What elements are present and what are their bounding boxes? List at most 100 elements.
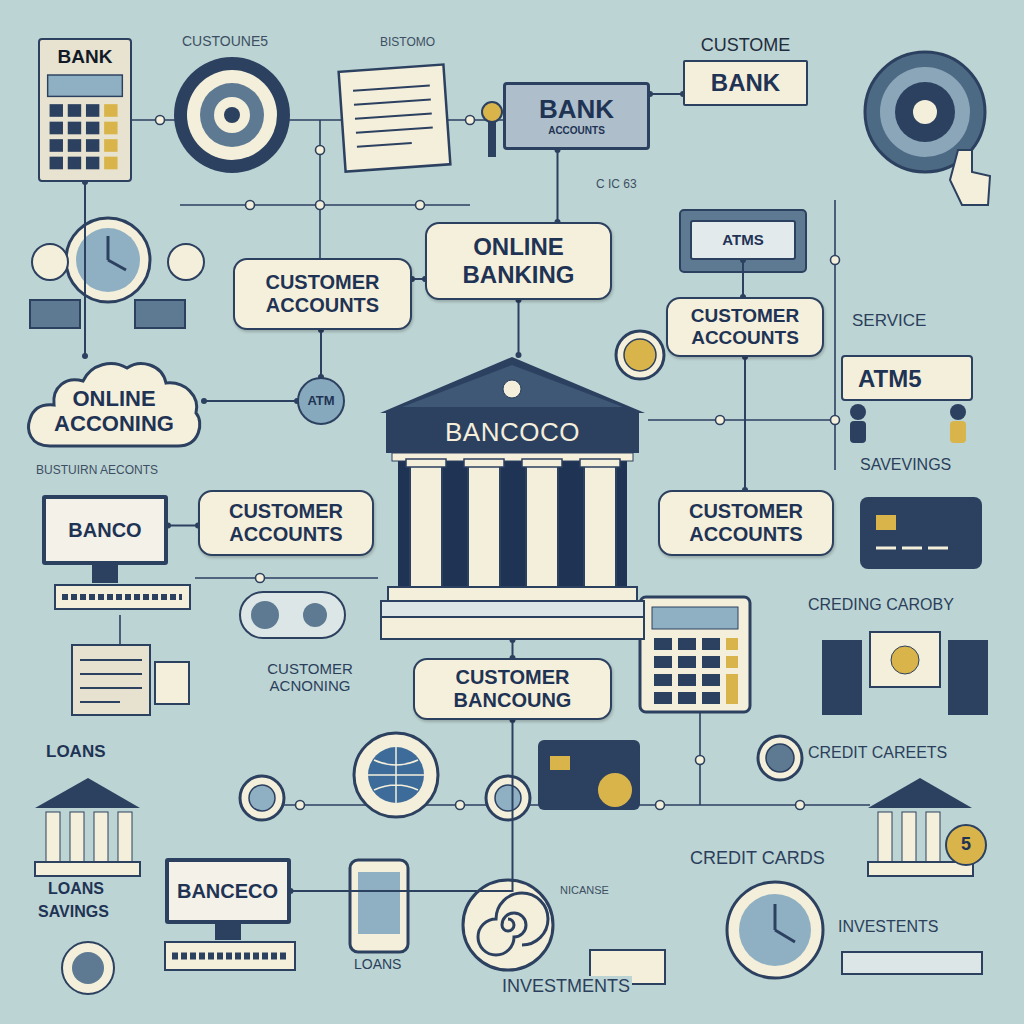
atm-machine bbox=[680, 210, 806, 272]
node-text: CUSTOMER ACCOUNTS bbox=[670, 500, 822, 546]
calculator-icon bbox=[654, 656, 672, 668]
label-text: CREDING CAROBY bbox=[806, 596, 956, 614]
coin-icon bbox=[624, 339, 656, 371]
node-text: BANK bbox=[539, 95, 614, 125]
monitor-stand bbox=[215, 924, 241, 940]
node-text: CUSTOMER ACCOUNTS bbox=[210, 500, 362, 546]
toggle-icon bbox=[303, 603, 327, 627]
bank-building-icon bbox=[118, 812, 132, 862]
globe-icon bbox=[368, 747, 424, 803]
misc-icon bbox=[62, 942, 114, 994]
building-outline-part bbox=[468, 461, 500, 587]
building-outline-part bbox=[584, 461, 616, 587]
building-outline-part bbox=[406, 459, 446, 467]
node-text: ATMS bbox=[722, 231, 763, 248]
process-box: CUSTOMER ACCOUNTS bbox=[233, 258, 412, 330]
process-box: CUSTOMER ACCOUNTS bbox=[666, 297, 824, 357]
wire-dot bbox=[256, 574, 265, 583]
monitor-screen: BANCO bbox=[42, 495, 168, 565]
wire bbox=[195, 577, 378, 579]
keypad-icon-part bbox=[48, 75, 123, 96]
register-icon bbox=[72, 645, 150, 715]
knob-icon bbox=[488, 122, 496, 157]
wire-dot bbox=[296, 801, 305, 810]
target-icon bbox=[214, 97, 250, 133]
calculator-icon bbox=[654, 692, 672, 704]
knob-icon bbox=[482, 102, 502, 157]
target-icon bbox=[187, 70, 277, 160]
building-outline-part bbox=[410, 461, 442, 587]
calculator-icon bbox=[702, 656, 720, 668]
calculator-icon bbox=[654, 638, 738, 704]
wire-dot bbox=[796, 801, 805, 810]
atm-sign bbox=[850, 404, 866, 420]
coin-icon bbox=[616, 331, 664, 379]
label-text: CREDIT CAREETS bbox=[806, 744, 949, 762]
calculator-icon bbox=[678, 656, 696, 668]
connector-line bbox=[168, 525, 198, 527]
coin-icon bbox=[240, 776, 284, 820]
atm-machine bbox=[680, 210, 806, 272]
calculator-icon bbox=[654, 674, 672, 686]
atm-sign bbox=[842, 356, 972, 400]
building-outline-part bbox=[402, 365, 623, 407]
clock-icon bbox=[108, 236, 126, 270]
node-text: BANCECO bbox=[177, 880, 278, 903]
globe-icon bbox=[354, 733, 438, 817]
clock-icon bbox=[66, 218, 150, 302]
label-text: SAVEVINGS bbox=[858, 456, 953, 474]
calculator-icon bbox=[726, 674, 738, 704]
atm-sign bbox=[950, 404, 966, 420]
monitor-stand bbox=[165, 942, 295, 970]
wire-dot bbox=[456, 801, 465, 810]
credit-card-icon bbox=[876, 515, 896, 530]
label-text: LOANS bbox=[46, 880, 106, 898]
credit-card-icon bbox=[550, 756, 570, 770]
node-text: ONLINE ACCONING bbox=[24, 386, 204, 437]
target-icon bbox=[200, 83, 264, 147]
small-icon bbox=[30, 300, 80, 328]
keypad-icon-part bbox=[68, 157, 81, 170]
keypad-icon-part bbox=[50, 122, 63, 135]
wire-dot bbox=[316, 146, 325, 155]
wire-dot bbox=[246, 201, 255, 210]
wire-dot bbox=[831, 256, 840, 265]
register-icon bbox=[80, 660, 142, 702]
atm-icons bbox=[822, 632, 988, 715]
atm-circle: ATM bbox=[297, 377, 345, 425]
keypad-icon-part bbox=[86, 157, 99, 170]
keypad-icon-part bbox=[86, 122, 99, 135]
radar-icon bbox=[950, 150, 990, 205]
register-box: BANK bbox=[38, 38, 132, 182]
callout-number: 5 bbox=[956, 834, 976, 855]
node-text: ATM bbox=[307, 394, 334, 409]
atm-icons bbox=[891, 646, 919, 674]
node-text: BANCOCO bbox=[380, 411, 645, 453]
account-box: BANKACCOUNTS bbox=[503, 82, 650, 150]
phone-icon bbox=[350, 860, 408, 952]
bank-building: BANCOCO bbox=[380, 355, 645, 640]
connector-line bbox=[650, 93, 683, 95]
connector-line bbox=[742, 260, 744, 297]
coin-icon bbox=[249, 785, 275, 811]
keypad-icon-part bbox=[50, 104, 63, 117]
credit-card-icon bbox=[538, 740, 640, 810]
atm-sign bbox=[842, 356, 972, 443]
small-icon bbox=[30, 244, 204, 328]
building-outline-part bbox=[526, 461, 558, 587]
coin-icon bbox=[758, 736, 802, 780]
bank-building-icon bbox=[878, 812, 892, 862]
connector-line bbox=[204, 400, 297, 402]
process-box: CUSTOMER ACCOUNTS bbox=[658, 490, 834, 556]
node-text: BANCO bbox=[68, 519, 141, 542]
misc-icon bbox=[775, 904, 795, 942]
register-icon bbox=[72, 645, 189, 715]
building-outline-part bbox=[522, 459, 562, 467]
bank-building-icon bbox=[946, 825, 986, 865]
building-outline-part bbox=[503, 380, 521, 398]
wire bbox=[119, 615, 121, 645]
wire-dot bbox=[156, 116, 165, 125]
calculator-icon bbox=[654, 638, 672, 650]
target-icon bbox=[174, 57, 290, 173]
